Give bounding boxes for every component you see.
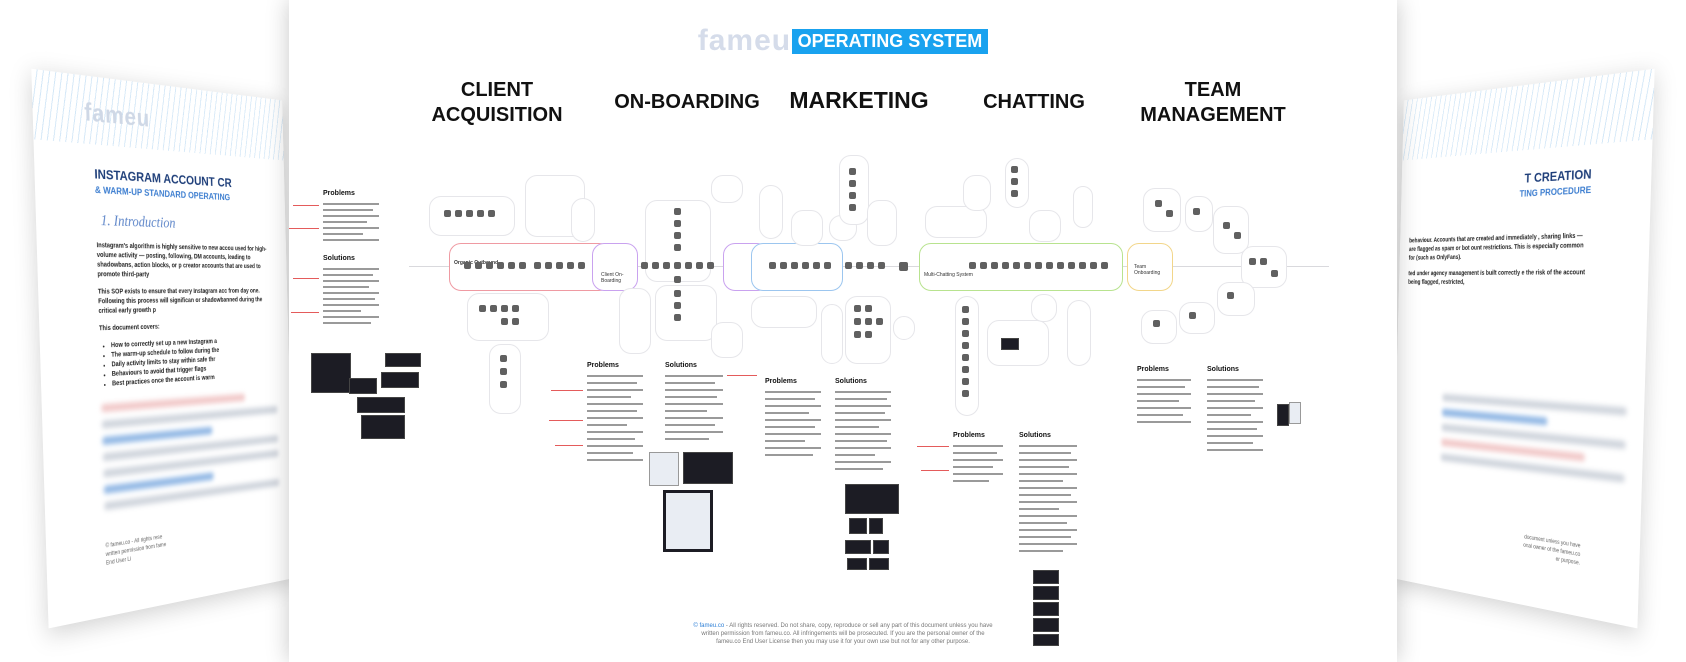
sheet-footer: © fameu.co - All rights reserved. Do not… <box>289 622 1397 646</box>
mind-map-node[interactable] <box>821 304 843 364</box>
mind-map-node[interactable] <box>467 293 549 341</box>
screenshot-thumbnail[interactable] <box>1001 338 1019 350</box>
mind-map-node[interactable] <box>571 198 595 242</box>
mind-map-node[interactable] <box>1179 302 1215 334</box>
screenshot-thumbnail[interactable] <box>873 540 889 554</box>
blurred-content <box>101 384 280 540</box>
mind-map-node[interactable] <box>867 200 897 246</box>
screenshot-thumbnail[interactable] <box>385 353 421 367</box>
column-title-client-acquisition: CLIENT ACQUISITION <box>397 78 597 128</box>
mind-map-node[interactable] <box>655 285 717 341</box>
paragraph: behaviour. Accounts that are created and… <box>1409 232 1590 263</box>
screenshot-thumbnail[interactable] <box>311 353 351 393</box>
section-heading: 1. Introduction <box>101 213 176 233</box>
problems-heading: Problems <box>323 190 355 197</box>
mind-map-node[interactable] <box>1073 186 1093 228</box>
screenshot-thumbnail[interactable] <box>1033 570 1059 584</box>
organic-outbound-node[interactable]: Organic Outbound <box>449 243 611 291</box>
screenshot-thumbnail[interactable] <box>1033 602 1059 616</box>
wave-decoration <box>1402 69 1654 161</box>
screenshot-thumbnail[interactable] <box>357 397 405 413</box>
column-title-team-management: TEAM MANAGEMENT <box>1113 78 1313 128</box>
problems-heading: Problems <box>953 432 985 439</box>
mind-map-node[interactable] <box>1213 206 1249 254</box>
screenshot-thumbnail[interactable] <box>1277 404 1289 426</box>
screenshot-thumbnail[interactable] <box>1033 586 1059 600</box>
mind-map-node[interactable] <box>1143 188 1181 232</box>
screenshot-thumbnail[interactable] <box>845 484 899 514</box>
page-title: OPERATING SYSTEM <box>792 29 989 54</box>
mind-map-node[interactable] <box>1031 294 1057 322</box>
mind-map-node[interactable] <box>791 210 823 246</box>
paragraph: This document covers: <box>99 320 279 334</box>
column-title-chatting: CHATTING <box>934 90 1134 115</box>
mind-map-node[interactable] <box>1241 246 1287 288</box>
mind-map-node[interactable] <box>619 288 651 354</box>
screenshot-thumbnail[interactable] <box>381 372 419 388</box>
screenshot-thumbnail[interactable] <box>361 415 405 439</box>
problems-heading: Problems <box>1137 366 1169 373</box>
mind-map-node[interactable] <box>1141 310 1177 344</box>
bullet-list: How to correctly set up a new Instagram … <box>99 335 280 390</box>
screenshot-thumbnail[interactable] <box>869 558 889 570</box>
mind-map-node[interactable] <box>893 316 915 340</box>
screenshot-thumbnail[interactable] <box>849 518 867 534</box>
screenshot-thumbnail[interactable] <box>349 378 377 394</box>
mind-map-node[interactable] <box>1217 282 1255 316</box>
screenshot-thumbnail[interactable] <box>649 452 679 486</box>
screenshot-thumbnail[interactable] <box>683 452 733 484</box>
mind-map-node[interactable] <box>711 175 743 203</box>
paragraph: Instagram's algorithm is highly sensitiv… <box>96 241 277 280</box>
column-title-onboarding: ON-BOARDING <box>587 90 787 115</box>
mind-map-node[interactable] <box>1067 300 1091 366</box>
solutions-heading: Solutions <box>1019 432 1051 439</box>
screenshot-thumbnail[interactable] <box>845 540 871 554</box>
left-sop-document[interactable]: fameu INSTAGRAM ACCOUNT CR & WARM-UP STA… <box>31 69 294 629</box>
column-title-marketing: MARKETING <box>759 88 959 113</box>
screenshot-thumbnail[interactable] <box>1289 402 1301 424</box>
mind-map-node[interactable] <box>1029 210 1061 242</box>
right-sop-document[interactable]: T CREATION TING PROCEDURE behaviour. Acc… <box>1391 69 1654 629</box>
mind-map-node[interactable] <box>839 155 869 225</box>
fameu-logo: fameu <box>698 24 791 58</box>
screenshot-thumbnail[interactable] <box>847 558 867 570</box>
team-onboarding-node[interactable]: Team Onboarding <box>1127 243 1173 291</box>
mind-map-node[interactable] <box>711 322 743 358</box>
paragraph: ted under agency management is built cor… <box>1408 268 1589 287</box>
solutions-heading: Solutions <box>1207 366 1239 373</box>
mind-map-node[interactable] <box>963 175 991 211</box>
doc-body: Instagram's algorithm is highly sensitiv… <box>96 241 280 390</box>
fameu-logo: fameu <box>84 97 150 134</box>
screenshot-thumbnail[interactable] <box>869 518 883 534</box>
solutions-heading: Solutions <box>323 255 355 262</box>
screenshot-thumbnail[interactable] <box>663 490 713 552</box>
mind-map-node[interactable] <box>759 185 783 239</box>
sheet-header: fameu OPERATING SYSTEM <box>289 24 1397 58</box>
blurred-content <box>1439 386 1627 546</box>
problems-heading: Problems <box>765 378 797 385</box>
operating-system-sheet[interactable]: fameu OPERATING SYSTEM CLIENT ACQUISITIO… <box>289 0 1397 662</box>
solutions-heading: Solutions <box>835 378 867 385</box>
wave-decoration <box>31 69 283 161</box>
solutions-heading: Solutions <box>665 362 697 369</box>
client-onboarding-node[interactable]: Client On-Boarding <box>592 243 638 291</box>
mind-map-node[interactable] <box>751 296 817 328</box>
doc-body: behaviour. Accounts that are created and… <box>1408 232 1590 296</box>
paragraph: This SOP exists to ensure that every Ins… <box>98 287 279 316</box>
problems-heading: Problems <box>587 362 619 369</box>
